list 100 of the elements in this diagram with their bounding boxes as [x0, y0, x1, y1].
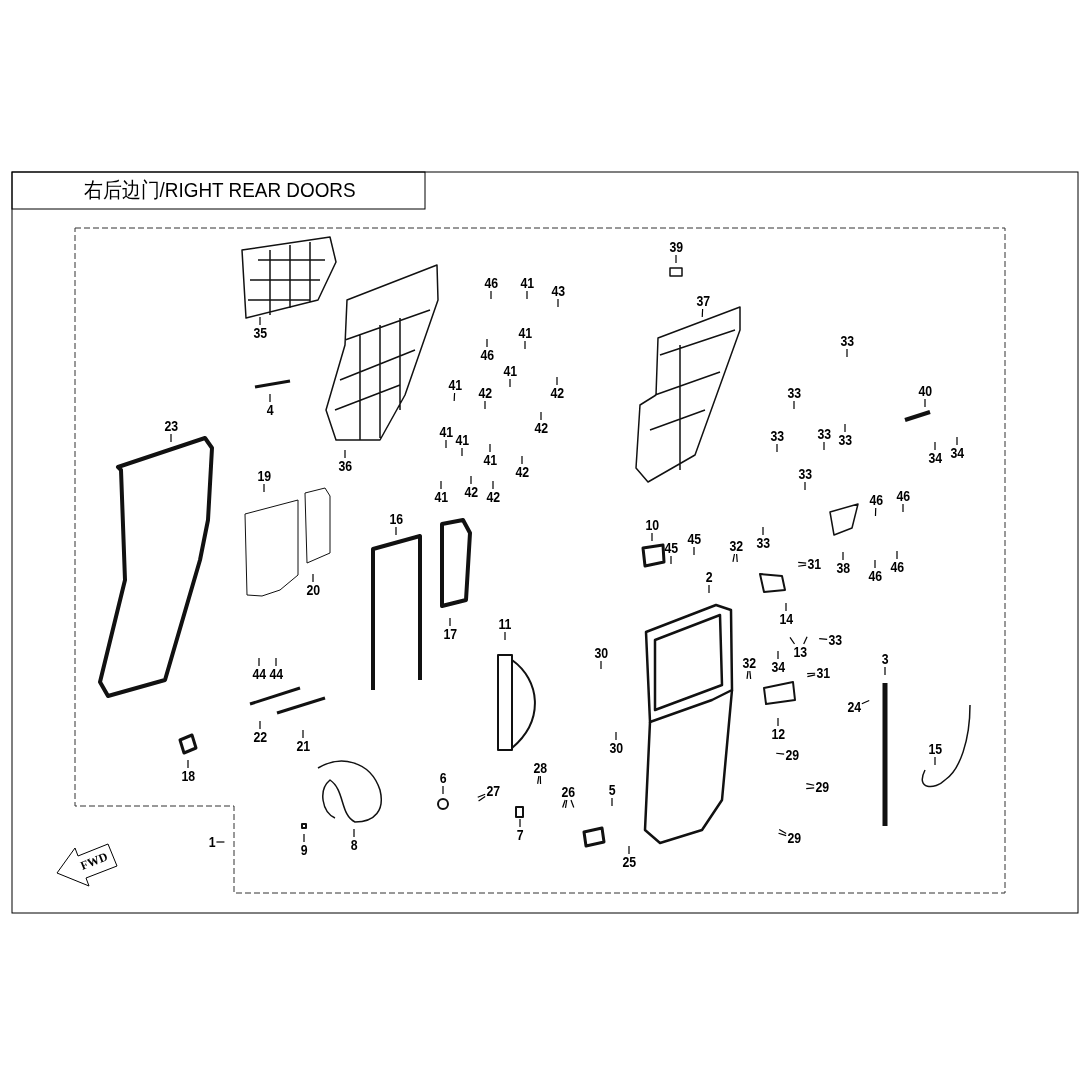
callout-number: 46	[869, 492, 883, 508]
callout-number: 10	[645, 517, 659, 533]
callout-number: 34	[950, 445, 964, 461]
leader-line	[477, 795, 486, 802]
callout-number: 32	[729, 538, 743, 554]
leader-line	[461, 447, 463, 457]
direction-label: FWD	[78, 848, 110, 874]
callout-number: 4	[266, 402, 274, 418]
leader-line	[492, 480, 494, 490]
callout-number: 46	[896, 488, 910, 504]
leader-line	[615, 731, 617, 741]
callout-number: 29	[787, 830, 801, 846]
callout-number: 30	[609, 740, 623, 756]
callout-number: 29	[815, 779, 829, 795]
callout-number: 33	[756, 535, 770, 551]
callout-number: 26	[561, 784, 575, 800]
leader-line	[736, 553, 738, 563]
callout-number: 14	[779, 611, 793, 627]
leader-line	[526, 290, 528, 300]
leader-line	[708, 584, 710, 594]
callout-number: 42	[486, 489, 500, 505]
leader-line	[302, 729, 304, 739]
callout-number: 36	[338, 458, 352, 474]
leader-line	[762, 526, 764, 536]
leader-line	[509, 378, 511, 388]
callout-number: 42	[534, 420, 548, 436]
callout-number: 17	[443, 626, 457, 642]
leader-line	[874, 507, 877, 517]
leader-line	[793, 400, 795, 410]
leader-line	[477, 793, 486, 798]
leader-line	[884, 666, 886, 676]
leader-line	[263, 483, 265, 493]
callout-number: 46	[480, 347, 494, 363]
callout-number: 24	[847, 699, 861, 715]
leader-line	[844, 423, 846, 433]
callout-number: 41	[434, 489, 448, 505]
callout-number: 33	[770, 428, 784, 444]
leader-line	[818, 638, 828, 640]
callout-number: 6	[439, 770, 447, 786]
leader-line	[470, 475, 472, 485]
leader-line	[777, 717, 779, 727]
callout-number: 13	[793, 644, 807, 660]
callout-number: 33	[828, 632, 842, 648]
callout-number: 31	[807, 556, 821, 572]
callout-number: 45	[687, 531, 701, 547]
callout-number: 46	[890, 559, 904, 575]
callout-number: 3	[881, 651, 889, 667]
callout-number: 41	[483, 452, 497, 468]
callout-number: 2	[705, 569, 713, 585]
callout-number: 19	[257, 468, 271, 484]
callout-number: 41	[520, 275, 534, 291]
leader-line	[269, 393, 271, 403]
leader-line	[778, 828, 787, 835]
callout-number: 9	[300, 842, 308, 858]
leader-line	[628, 845, 630, 855]
leader-line	[442, 785, 444, 795]
callout-number: 44	[252, 666, 266, 682]
callout-number: 20	[306, 582, 320, 598]
callout-number: 41	[518, 325, 532, 341]
leader-line	[540, 411, 542, 421]
leader-line	[490, 290, 492, 300]
leader-line	[777, 832, 787, 837]
leader-line	[797, 561, 807, 564]
leader-line	[842, 551, 844, 561]
leader-line	[934, 756, 936, 766]
callout-number: 46	[868, 568, 882, 584]
leader-line	[259, 720, 261, 730]
callout-number: 46	[484, 275, 498, 291]
leader-line	[805, 787, 815, 790]
leader-line	[805, 783, 815, 786]
leader-line	[557, 298, 559, 308]
leader-line	[924, 398, 926, 408]
leader-line	[785, 602, 787, 612]
leader-line	[556, 376, 558, 386]
callout-number: 11	[498, 616, 512, 632]
leader-line	[445, 439, 447, 449]
callout-number: 42	[464, 484, 478, 500]
callout-number: 21	[296, 738, 310, 754]
callout-number: 28	[533, 760, 547, 776]
callout-number: 45	[664, 540, 678, 556]
leader-line	[489, 443, 491, 453]
leader-line	[902, 503, 904, 513]
callout-number: 41	[503, 363, 517, 379]
leader-line	[259, 316, 261, 326]
callout-number: 27	[486, 783, 500, 799]
leader-line	[170, 433, 172, 443]
callout-number: 5	[608, 782, 616, 798]
leader-line	[395, 526, 397, 536]
leader-line	[675, 254, 677, 264]
leader-line	[803, 636, 808, 645]
leader-line	[651, 532, 653, 542]
leader-line	[776, 443, 778, 453]
leader-line	[600, 660, 602, 670]
leader-line	[570, 799, 575, 809]
callout-number: 38	[836, 560, 850, 576]
leader-line	[440, 480, 442, 490]
callout-number: 37	[696, 293, 710, 309]
callout-number: 41	[448, 377, 462, 393]
callout-number: 42	[515, 464, 529, 480]
callout-number: 35	[253, 325, 267, 341]
